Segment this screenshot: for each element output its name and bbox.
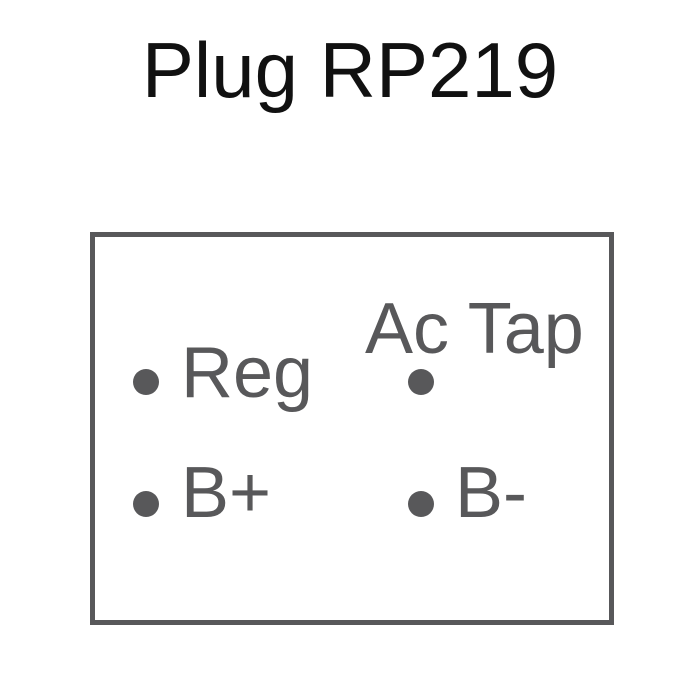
plug-outline: Reg Ac Tap B+ B-	[90, 232, 614, 625]
pin-b-minus-label: B-	[455, 453, 527, 533]
pin-reg-dot	[133, 369, 159, 395]
pin-ac-tap-label: Ac Tap	[365, 289, 584, 369]
pin-b-plus-label: B+	[181, 453, 272, 533]
pin-b-minus-dot	[408, 491, 434, 517]
pin-ac-tap-dot	[408, 369, 434, 395]
diagram-title: Plug RP219	[141, 26, 559, 114]
pin-b-plus-dot	[133, 491, 159, 517]
pin-reg-label: Reg	[181, 333, 314, 413]
